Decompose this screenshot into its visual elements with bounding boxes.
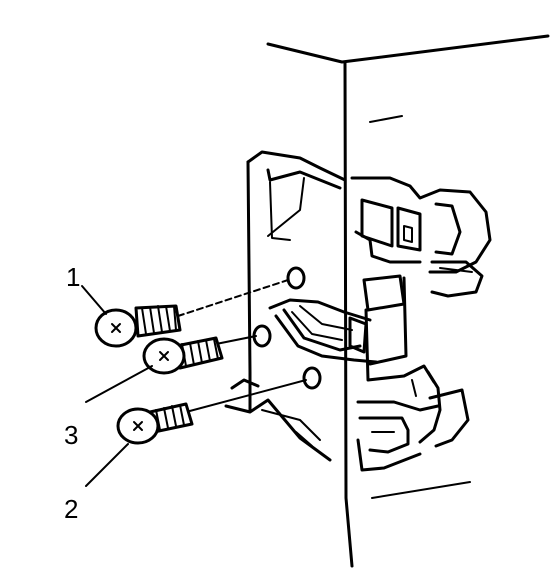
bolt-2: [116, 402, 194, 445]
bolt-3: [142, 336, 224, 375]
callout-2: 2: [64, 494, 78, 524]
callout-3: 3: [64, 420, 78, 450]
leader-lines: [81, 285, 153, 487]
leader-line-2: [85, 443, 129, 487]
alignment-lines: [177, 279, 307, 413]
leader-line-1: [81, 285, 107, 315]
bolt-hole-upper: [286, 266, 306, 290]
bolt-1: [94, 304, 182, 348]
latch-mechanism: [350, 176, 492, 472]
bolt-hole-lower: [302, 366, 322, 390]
door-panel: [266, 34, 550, 568]
latch-lever: [268, 298, 378, 364]
latch-plate: [224, 150, 347, 462]
leader-line-3: [85, 365, 153, 403]
callout-1: 1: [66, 262, 80, 292]
